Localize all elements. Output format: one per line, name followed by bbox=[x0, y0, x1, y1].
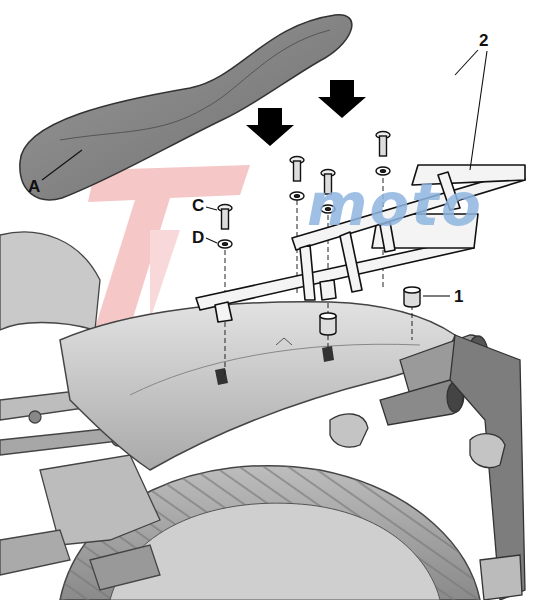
part-letter: C bbox=[192, 197, 204, 214]
tail-cowl bbox=[60, 302, 455, 470]
leader-line bbox=[42, 50, 487, 296]
watermark: moto bbox=[307, 176, 483, 234]
part-letter: A bbox=[28, 178, 40, 195]
callout-number: 1 bbox=[454, 288, 463, 305]
rack-frame bbox=[196, 165, 525, 322]
part-letter: D bbox=[192, 229, 204, 246]
seat bbox=[20, 15, 352, 200]
direction-arrow bbox=[246, 80, 366, 146]
callout-number: 2 bbox=[479, 32, 488, 49]
license-hanger bbox=[330, 335, 525, 600]
spacer bbox=[320, 287, 420, 335]
